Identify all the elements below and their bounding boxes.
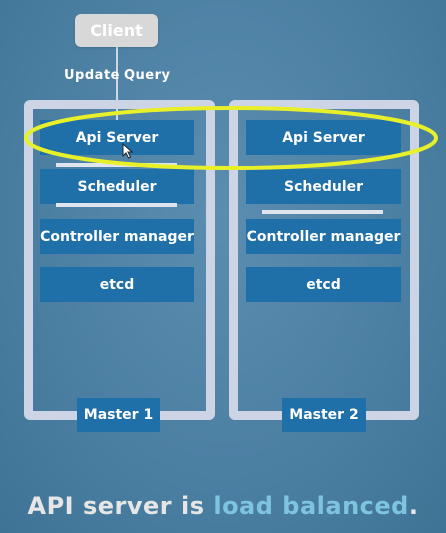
caption-part-1: API server is: [27, 492, 214, 520]
update-label: Update: [64, 68, 120, 83]
master-2-etcd: etcd: [246, 267, 401, 302]
master-2-separator: [262, 210, 383, 214]
client-node: Client: [75, 14, 158, 47]
master-1-api-server: Api Server: [40, 120, 194, 155]
caption-part-3: .: [408, 492, 419, 520]
mouse-cursor-icon: [122, 143, 134, 159]
master-1-separator-1: [56, 163, 177, 167]
master-1-separator-2: [56, 203, 177, 207]
client-connection-line: [116, 47, 118, 152]
caption-part-2: load balanced: [213, 492, 409, 520]
master-1-controller-manager: Controller manager: [40, 219, 194, 254]
master-2-controller-manager: Controller manager: [246, 219, 401, 254]
master-2-api-server: Api Server: [246, 120, 401, 155]
master-2-scheduler: Scheduler: [246, 169, 401, 204]
master-1-scheduler: Scheduler: [40, 169, 194, 204]
master-1-etcd: etcd: [40, 267, 194, 302]
caption: API server is load balanced.: [0, 492, 446, 520]
master-2-label: Master 2: [282, 398, 366, 432]
master-1-label: Master 1: [77, 398, 160, 432]
query-label: Query: [124, 68, 171, 83]
